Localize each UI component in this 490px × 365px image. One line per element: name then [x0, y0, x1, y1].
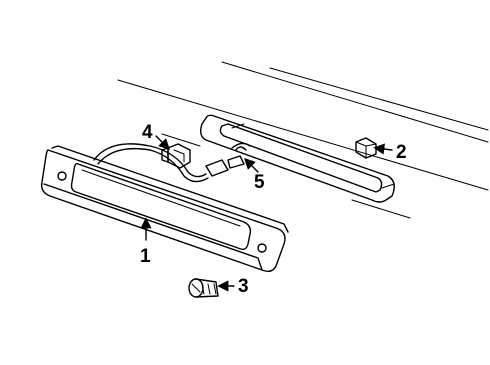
lamp-mounting-bracket	[199, 114, 395, 203]
clip-nut	[355, 137, 377, 159]
wire-connector	[205, 155, 245, 177]
leader-arrows	[140, 135, 393, 292]
body-panel-lines	[117, 61, 489, 219]
callout-2: 2	[396, 142, 407, 163]
stop-lamp-assembly	[40, 145, 289, 273]
wiring-harness	[93, 142, 251, 183]
callout-4: 4	[142, 122, 153, 143]
callout-1: 1	[140, 246, 151, 267]
callout-5: 5	[254, 172, 265, 193]
callout-3: 3	[238, 276, 249, 297]
screw	[188, 278, 219, 298]
